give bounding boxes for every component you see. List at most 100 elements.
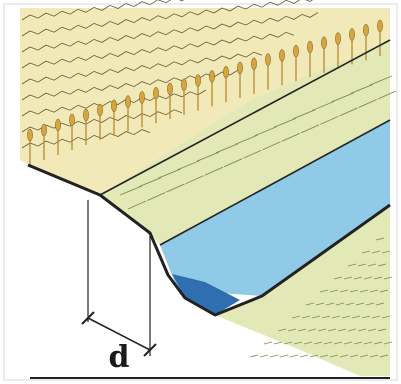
grass-hatch-stroke	[309, 354, 319, 358]
grass-hatch-stroke	[300, 124, 320, 134]
grass-hatch-stroke	[349, 289, 359, 293]
lower-grass-bank	[215, 205, 390, 376]
grass-hatch-stroke	[381, 250, 391, 254]
crop-wave-line	[21, 69, 239, 101]
grass-hatch-stroke	[377, 263, 387, 267]
grass-hatch-stroke	[379, 354, 389, 358]
grass-hatch-stroke	[301, 315, 311, 319]
dimension-tick-left	[81, 311, 95, 325]
crop-wave-line	[21, 31, 295, 69]
grass-hatch-stroke	[299, 354, 309, 358]
grass-hatch-stroke	[215, 143, 239, 154]
grass-hatch-stroke	[359, 289, 369, 293]
grain-stalk	[223, 65, 229, 103]
grass-hatch-stroke	[313, 341, 323, 345]
grass-hatch-stroke	[321, 315, 331, 319]
grass-hatch-stroke	[373, 341, 383, 345]
grass-hatch-stroke	[331, 315, 341, 319]
grain-stalk	[307, 40, 313, 77]
grass-hatch-stroke	[383, 276, 393, 280]
grass-hatch-stroke	[119, 185, 143, 196]
grass-hatch-stroke	[325, 302, 335, 306]
grass-hatch-stroke	[320, 115, 339, 125]
grass-hatch-stroke	[371, 315, 381, 319]
grass-hatch-stroke	[357, 263, 367, 267]
grass-hatch-stroke	[291, 315, 301, 319]
grain-stalk	[279, 49, 285, 86]
grain-stalk	[55, 118, 61, 155]
grain-stalk	[83, 108, 89, 145]
grass-hatch-stroke	[277, 328, 287, 332]
grain-stalk	[181, 78, 187, 115]
grass-hatch-stroke	[315, 302, 325, 306]
grass-hatch-stroke	[339, 354, 349, 358]
crop-wave-line	[21, 0, 185, 21]
grass-hatch-stroke	[371, 250, 381, 254]
grass-hatch-stroke	[305, 302, 315, 306]
grass-hatch-stroke	[367, 263, 377, 267]
grain-stalk	[195, 74, 201, 111]
grass-hatch-stroke	[369, 354, 379, 358]
grass-hatch-stroke	[273, 341, 283, 345]
grass-hatch-stroke	[345, 302, 355, 306]
grass-hatch-stroke	[341, 315, 351, 319]
grass-hatch-stroke	[283, 341, 293, 345]
grass-hatch-stroke	[337, 328, 347, 332]
grass-hatch-stroke	[243, 149, 262, 159]
grass-hatch-stroke	[329, 354, 339, 358]
grass-hatch-stroke	[353, 341, 363, 345]
grass-hatch-stroke	[312, 100, 335, 111]
grass-hatch-stroke	[359, 354, 369, 358]
grass-hatch-stroke	[363, 341, 373, 345]
grass-hatch-stroke	[373, 276, 383, 280]
grass-hatch-stroke	[353, 276, 363, 280]
grass-hatch-stroke	[262, 141, 281, 151]
grass-hatch-stroke	[319, 354, 329, 358]
grain-stalk	[167, 82, 173, 119]
grass-hatch-stroke	[177, 160, 200, 171]
grass-hatch-stroke	[292, 109, 316, 120]
grass-hatch-stroke	[185, 175, 204, 185]
grain-stalk	[97, 103, 103, 140]
deep-water	[172, 274, 240, 315]
grass-hatch-stroke	[289, 354, 299, 358]
field-edge-line	[99, 39, 391, 196]
grass-hatch-stroke	[333, 341, 343, 345]
grass-hatch-stroke	[259, 354, 269, 358]
grass-hatch-stroke	[363, 276, 373, 280]
grass-hatching	[119, 75, 397, 358]
grass-hatch-stroke	[139, 177, 162, 187]
grass-hatch-stroke	[339, 289, 349, 293]
grass-hatch-stroke	[335, 302, 345, 306]
grass-hatch-stroke	[331, 92, 354, 103]
grass-hatch-stroke	[127, 200, 147, 210]
grain-stalk	[321, 36, 327, 73]
grass-hatch-stroke	[350, 84, 373, 94]
terrain-profile-line	[27, 163, 391, 317]
dimension-arrow-line	[87, 317, 151, 351]
grass-hatch-stroke	[147, 192, 166, 201]
grain-stalk	[27, 128, 33, 165]
grass-hatch-stroke	[377, 90, 397, 100]
grass-hatch-stroke	[347, 328, 357, 332]
grass-hatch-stroke	[158, 168, 181, 179]
grain-stalk	[69, 113, 75, 150]
channel-far-bank-line	[261, 204, 391, 297]
grass-hatch-stroke	[263, 341, 273, 345]
grass-hatch-stroke	[204, 166, 224, 176]
grass-hatch-stroke	[287, 328, 297, 332]
grain-stalk	[153, 86, 159, 124]
grass-hatch-stroke	[339, 107, 358, 117]
grain-stalk	[363, 23, 369, 61]
grass-hatch-stroke	[369, 75, 393, 86]
crop-wave-line	[21, 109, 183, 133]
crop-rows	[21, 0, 383, 165]
grain-stalk	[111, 99, 117, 136]
grass-hatch-stroke	[279, 354, 289, 358]
dimension-label: d	[108, 340, 130, 375]
grass-hatch-stroke	[355, 302, 365, 306]
grain-stalk	[265, 53, 271, 90]
grass-hatch-stroke	[317, 328, 327, 332]
crop-wave-line	[21, 12, 319, 53]
